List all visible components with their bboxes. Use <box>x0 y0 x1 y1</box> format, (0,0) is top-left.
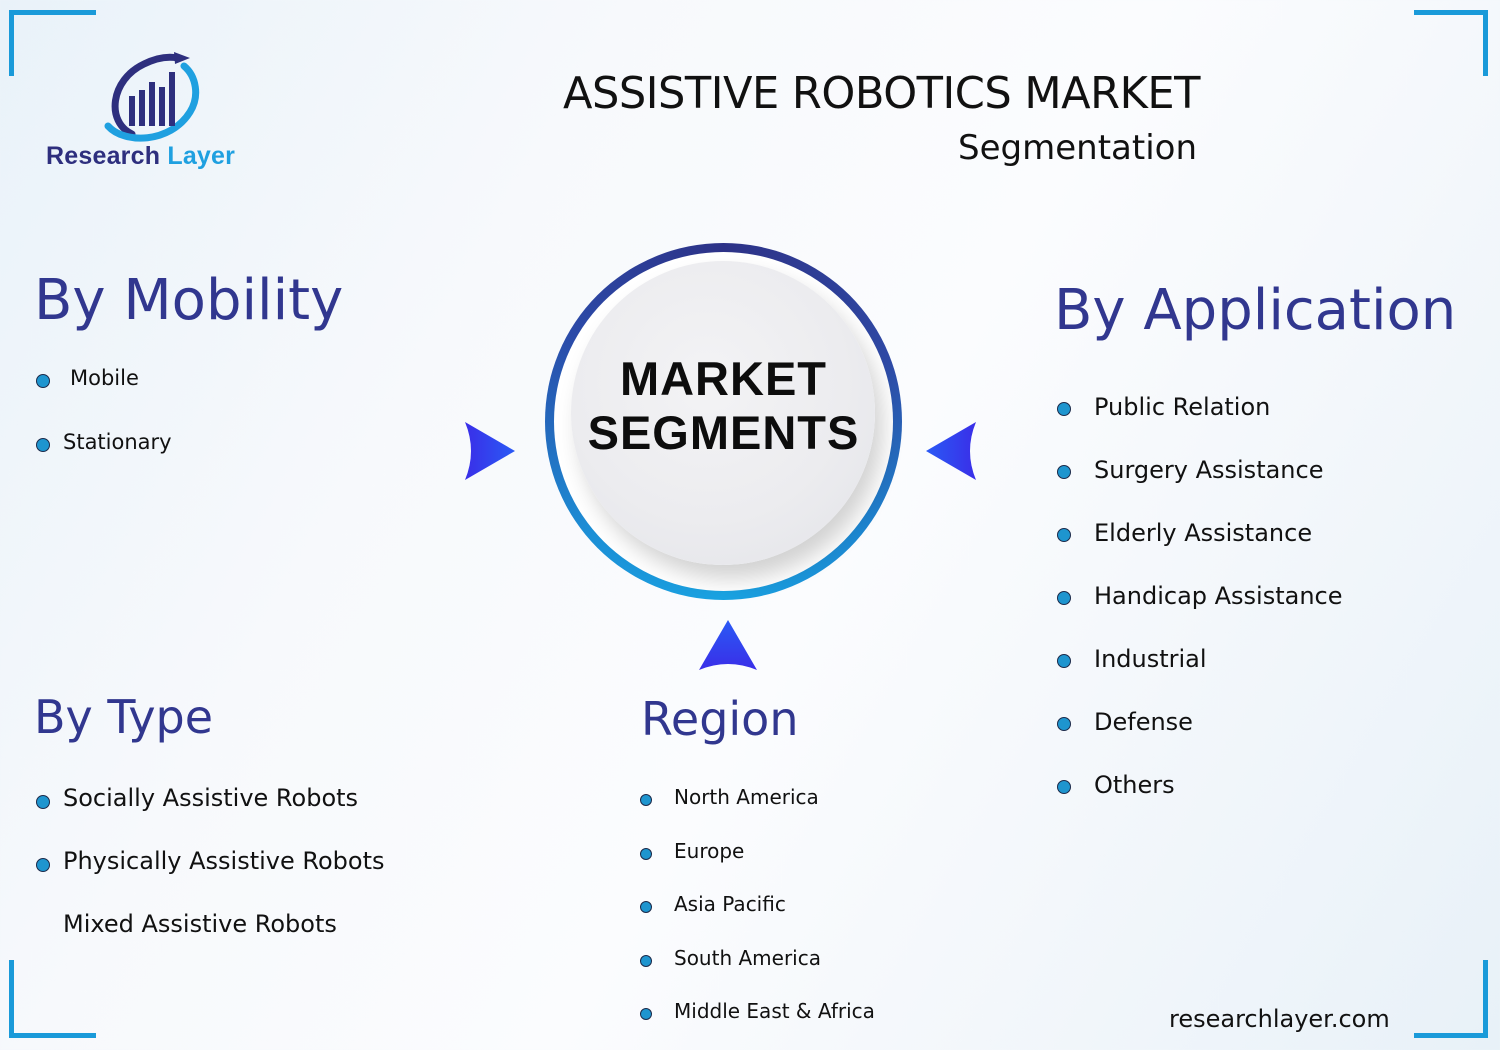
brand-name-word1: Research <box>46 142 161 170</box>
bullet-dot-icon <box>1057 528 1071 542</box>
bullet-dot-icon <box>36 795 50 809</box>
list-item-label: Europe <box>674 838 745 863</box>
bullet-dot-icon <box>36 374 50 388</box>
center-label-line1: MARKET <box>619 352 828 405</box>
bullet-dot-icon <box>1057 465 1071 479</box>
bullet-dot-icon <box>1057 780 1071 794</box>
market-segments-circle: MARKET SEGMENTS <box>545 243 902 600</box>
bullet-dot-icon <box>1057 591 1071 605</box>
list-item-label: Mobile <box>70 366 139 390</box>
list-item-label: Others <box>1094 771 1175 799</box>
list-item-label: Elderly Assistance <box>1094 519 1313 547</box>
corner-bracket-top-right <box>1414 10 1488 76</box>
list-item-label: Defense <box>1094 708 1193 736</box>
corner-bracket-top-left <box>9 10 96 76</box>
brand-name: Research Layer <box>46 142 235 171</box>
corner-bracket-bottom-left <box>9 960 96 1038</box>
page-title: ASSISTIVE ROBOTICS MARKET <box>562 68 1201 119</box>
segment-heading-region: Region <box>641 692 799 746</box>
bullet-dot-icon <box>36 438 50 452</box>
brand-name-word2: Layer <box>167 142 236 170</box>
bullet-dot-icon <box>1057 717 1071 731</box>
corner-bracket-bottom-right <box>1414 960 1488 1038</box>
list-item-label: Handicap Assistance <box>1094 582 1343 610</box>
segment-heading-mobility: By Mobility <box>34 268 344 333</box>
list-item-label: Public Relation <box>1094 393 1271 421</box>
list-item-label: Socially Assistive Robots <box>63 784 359 812</box>
bullet-dot-icon <box>640 794 652 806</box>
list-item-label: Asia Pacific <box>674 892 786 916</box>
list-item-label: Mixed Assistive Robots <box>63 910 337 938</box>
list-item-label: Industrial <box>1094 645 1207 673</box>
segment-heading-application: By Application <box>1054 278 1457 343</box>
bullet-dot-icon <box>640 847 652 860</box>
list-item-label: Physically Assistive Robots <box>63 847 385 875</box>
list-item-label: Middle East & Africa <box>674 999 875 1023</box>
bullet-dot-icon <box>640 901 652 913</box>
center-disc <box>571 261 875 565</box>
list-item-label: Stationary <box>63 430 172 454</box>
list-item-label: Surgery Assistance <box>1094 456 1324 484</box>
bullet-dot-icon <box>640 954 652 967</box>
bullet-dot-icon <box>36 858 50 872</box>
arrow-left-icon <box>924 420 978 482</box>
website-url: researchlayer.com <box>1169 1005 1390 1033</box>
bullet-dot-icon <box>640 1008 652 1020</box>
arrow-up-icon <box>697 618 759 672</box>
bullet-dot-icon <box>1057 402 1071 416</box>
brand-logo: Research Layer <box>44 50 264 175</box>
segment-heading-type: By Type <box>34 690 214 744</box>
bar-chart-growth-icon <box>104 52 200 142</box>
list-item-label: North America <box>674 785 819 809</box>
list-item-label: South America <box>674 945 821 970</box>
bullet-dot-icon <box>1057 654 1071 668</box>
page-subtitle: Segmentation <box>958 128 1197 168</box>
arrow-right-icon <box>463 420 517 482</box>
center-label-line2: SEGMENTS <box>587 406 860 459</box>
